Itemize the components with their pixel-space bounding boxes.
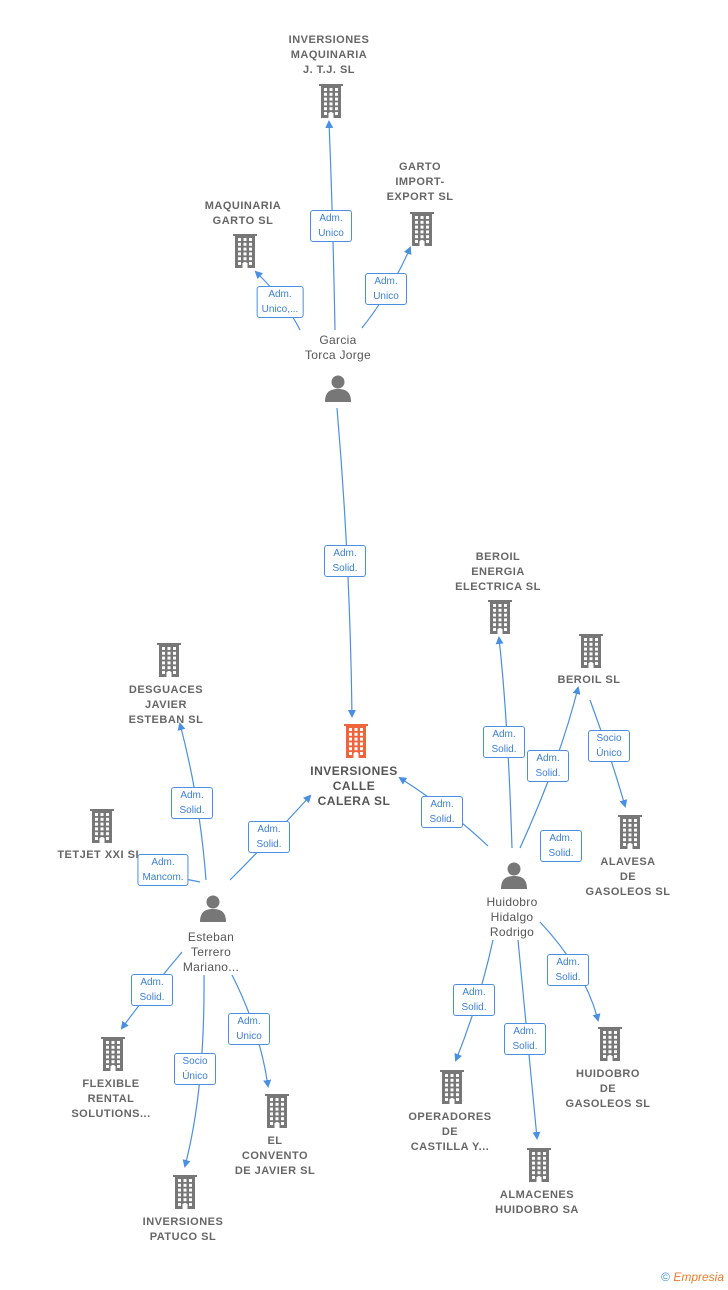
node-garcia_torca[interactable]: Garcia Torca Jorge [305, 333, 371, 363]
node-label-garcia_torca[interactable]: Garcia Torca Jorge [305, 333, 371, 362]
edge-label-esteban_terrero-to-desguaces[interactable]: Adm. Solid. [171, 787, 213, 819]
building-icon-beroil[interactable] [577, 634, 605, 673]
building-icon-desguaces[interactable] [155, 643, 183, 682]
node-label-operadores_castilla[interactable]: OPERADORES DE CASTILLA Y... [408, 1111, 492, 1153]
node-almacenes_huidobro[interactable]: ALMACENES HUIDOBRO SA [495, 1188, 579, 1218]
node-inversiones_patuco[interactable]: INVERSIONES PATUCO SL [143, 1215, 224, 1245]
node-beroil_energia[interactable]: BEROIL ENERGIA ELECTRICA SL [455, 550, 541, 595]
node-label-huidobro_hidalgo[interactable]: Huidobro Hidalgo Rodrigo [486, 895, 538, 939]
building-icon-garto_import[interactable] [408, 212, 436, 251]
node-desguaces[interactable]: DESGUACES JAVIER ESTEBAN SL [129, 683, 204, 728]
edge-label-garcia_torca-to-inversiones_maquinaria[interactable]: Adm. Unico [310, 210, 352, 242]
person-icon-garcia_torca[interactable] [324, 374, 352, 407]
node-label-flexible_rental[interactable]: FLEXIBLE RENTAL SOLUTIONS... [71, 1078, 151, 1120]
node-label-garto_import[interactable]: GARTO IMPORT- EXPORT SL [386, 161, 454, 203]
node-esteban_terrero[interactable]: Esteban Terrero Mariano... [183, 930, 239, 975]
edge-label-garcia_torca-to-inversiones_calle_calera[interactable]: Adm. Solid. [324, 545, 366, 577]
node-label-inversiones_calle_calera[interactable]: INVERSIONES CALLE CALERA SL [310, 764, 398, 808]
copyright-symbol: © [661, 1270, 670, 1284]
node-label-alavesa[interactable]: ALAVESA DE GASOLEOS SL [585, 856, 671, 898]
node-label-esteban_terrero[interactable]: Esteban Terrero Mariano... [182, 930, 240, 974]
edge-label-huidobro_hidalgo-to-alavesa[interactable]: Adm. Solid. [540, 830, 582, 862]
edge-label-huidobro_hidalgo-to-beroil[interactable]: Adm. Solid. [527, 750, 569, 782]
edge-label-garcia_torca-to-garto_import[interactable]: Adm. Unico [365, 273, 407, 305]
building-icon-alavesa[interactable] [616, 815, 644, 854]
building-icon-inversiones_patuco[interactable] [171, 1175, 199, 1214]
node-huidobro_hidalgo[interactable]: Huidobro Hidalgo Rodrigo [486, 895, 537, 940]
node-label-el_convento[interactable]: EL CONVENTO DE JAVIER SL [234, 1135, 316, 1177]
node-label-inversiones_maquinaria[interactable]: INVERSIONES MAQUINARIA J. T.J. SL [288, 34, 370, 76]
node-label-beroil[interactable]: BEROIL SL [557, 674, 621, 686]
building-icon-beroil_energia[interactable] [486, 600, 514, 639]
building-icon-inversiones_maquinaria[interactable] [317, 84, 345, 123]
node-huidobro_gasoleos[interactable]: HUIDOBRO DE GASOLEOS SL [566, 1067, 651, 1112]
brand-name: Empresia [673, 1270, 724, 1284]
edge-label-garcia_torca-to-maquinaria_garto[interactable]: Adm. Unico,... [256, 286, 304, 318]
node-alavesa[interactable]: ALAVESA DE GASOLEOS SL [586, 855, 671, 900]
node-label-inversiones_patuco[interactable]: INVERSIONES PATUCO SL [142, 1216, 224, 1243]
node-flexible_rental[interactable]: FLEXIBLE RENTAL SOLUTIONS... [71, 1077, 150, 1122]
building-icon-tetjet[interactable] [88, 809, 116, 848]
edge-label-huidobro_hidalgo-to-inversiones_calle_calera[interactable]: Adm. Solid. [421, 796, 463, 828]
node-label-tetjet[interactable]: TETJET XXI SL [57, 849, 143, 861]
building-icon-operadores_castilla[interactable] [438, 1070, 466, 1109]
building-icon-maquinaria_garto[interactable] [231, 234, 259, 273]
building-icon-huidobro_gasoleos[interactable] [596, 1027, 624, 1066]
edge-label-huidobro_hidalgo-to-operadores_castilla[interactable]: Adm. Solid. [453, 984, 495, 1016]
node-el_convento[interactable]: EL CONVENTO DE JAVIER SL [235, 1134, 315, 1179]
building-icon-flexible_rental[interactable] [99, 1037, 127, 1076]
person-icon-esteban_terrero[interactable] [199, 894, 227, 927]
edge-label-huidobro_hidalgo-to-almacenes_huidobro[interactable]: Adm. Solid. [504, 1023, 546, 1055]
edge-label-huidobro_hidalgo-to-huidobro_gasoleos[interactable]: Adm. Solid. [547, 954, 589, 986]
node-label-maquinaria_garto[interactable]: MAQUINARIA GARTO SL [204, 200, 282, 227]
edge-label-esteban_terrero-to-inversiones_calle_calera[interactable]: Adm. Solid. [248, 821, 290, 853]
footer-brand[interactable]: © Empresia [661, 1270, 724, 1284]
edge-label-beroil-to-alavesa[interactable]: Socio Único [588, 730, 630, 762]
node-beroil[interactable]: BEROIL SL [558, 673, 621, 688]
node-label-almacenes_huidobro[interactable]: ALMACENES HUIDOBRO SA [495, 1189, 579, 1216]
edge-label-esteban_terrero-to-el_convento[interactable]: Adm. Unico [228, 1013, 270, 1045]
node-inversiones_maquinaria[interactable]: INVERSIONES MAQUINARIA J. T.J. SL [289, 33, 370, 78]
node-label-huidobro_gasoleos[interactable]: HUIDOBRO DE GASOLEOS SL [565, 1068, 651, 1110]
building-icon-el_convento[interactable] [263, 1094, 291, 1133]
node-label-beroil_energia[interactable]: BEROIL ENERGIA ELECTRICA SL [455, 551, 541, 593]
node-label-desguaces[interactable]: DESGUACES JAVIER ESTEBAN SL [128, 684, 204, 726]
node-maquinaria_garto[interactable]: MAQUINARIA GARTO SL [205, 199, 282, 229]
node-tetjet[interactable]: TETJET XXI SL [57, 848, 142, 863]
building-icon-almacenes_huidobro[interactable] [525, 1148, 553, 1187]
node-operadores_castilla[interactable]: OPERADORES DE CASTILLA Y... [408, 1110, 491, 1155]
node-garto_import[interactable]: GARTO IMPORT- EXPORT SL [387, 160, 454, 205]
edge-label-huidobro_hidalgo-to-beroil_energia[interactable]: Adm. Solid. [483, 726, 525, 758]
building-icon-inversiones_calle_calera[interactable] [342, 724, 370, 763]
person-icon-huidobro_hidalgo[interactable] [500, 861, 528, 894]
node-inversiones_calle_calera[interactable]: INVERSIONES CALLE CALERA SL [310, 764, 398, 809]
edge-label-esteban_terrero-to-inversiones_patuco[interactable]: Socio Único [174, 1053, 216, 1085]
edge-label-esteban_terrero-to-tetjet[interactable]: Adm. Mancom. [137, 854, 189, 886]
edge-label-esteban_terrero-to-flexible_rental[interactable]: Adm. Solid. [131, 974, 173, 1006]
